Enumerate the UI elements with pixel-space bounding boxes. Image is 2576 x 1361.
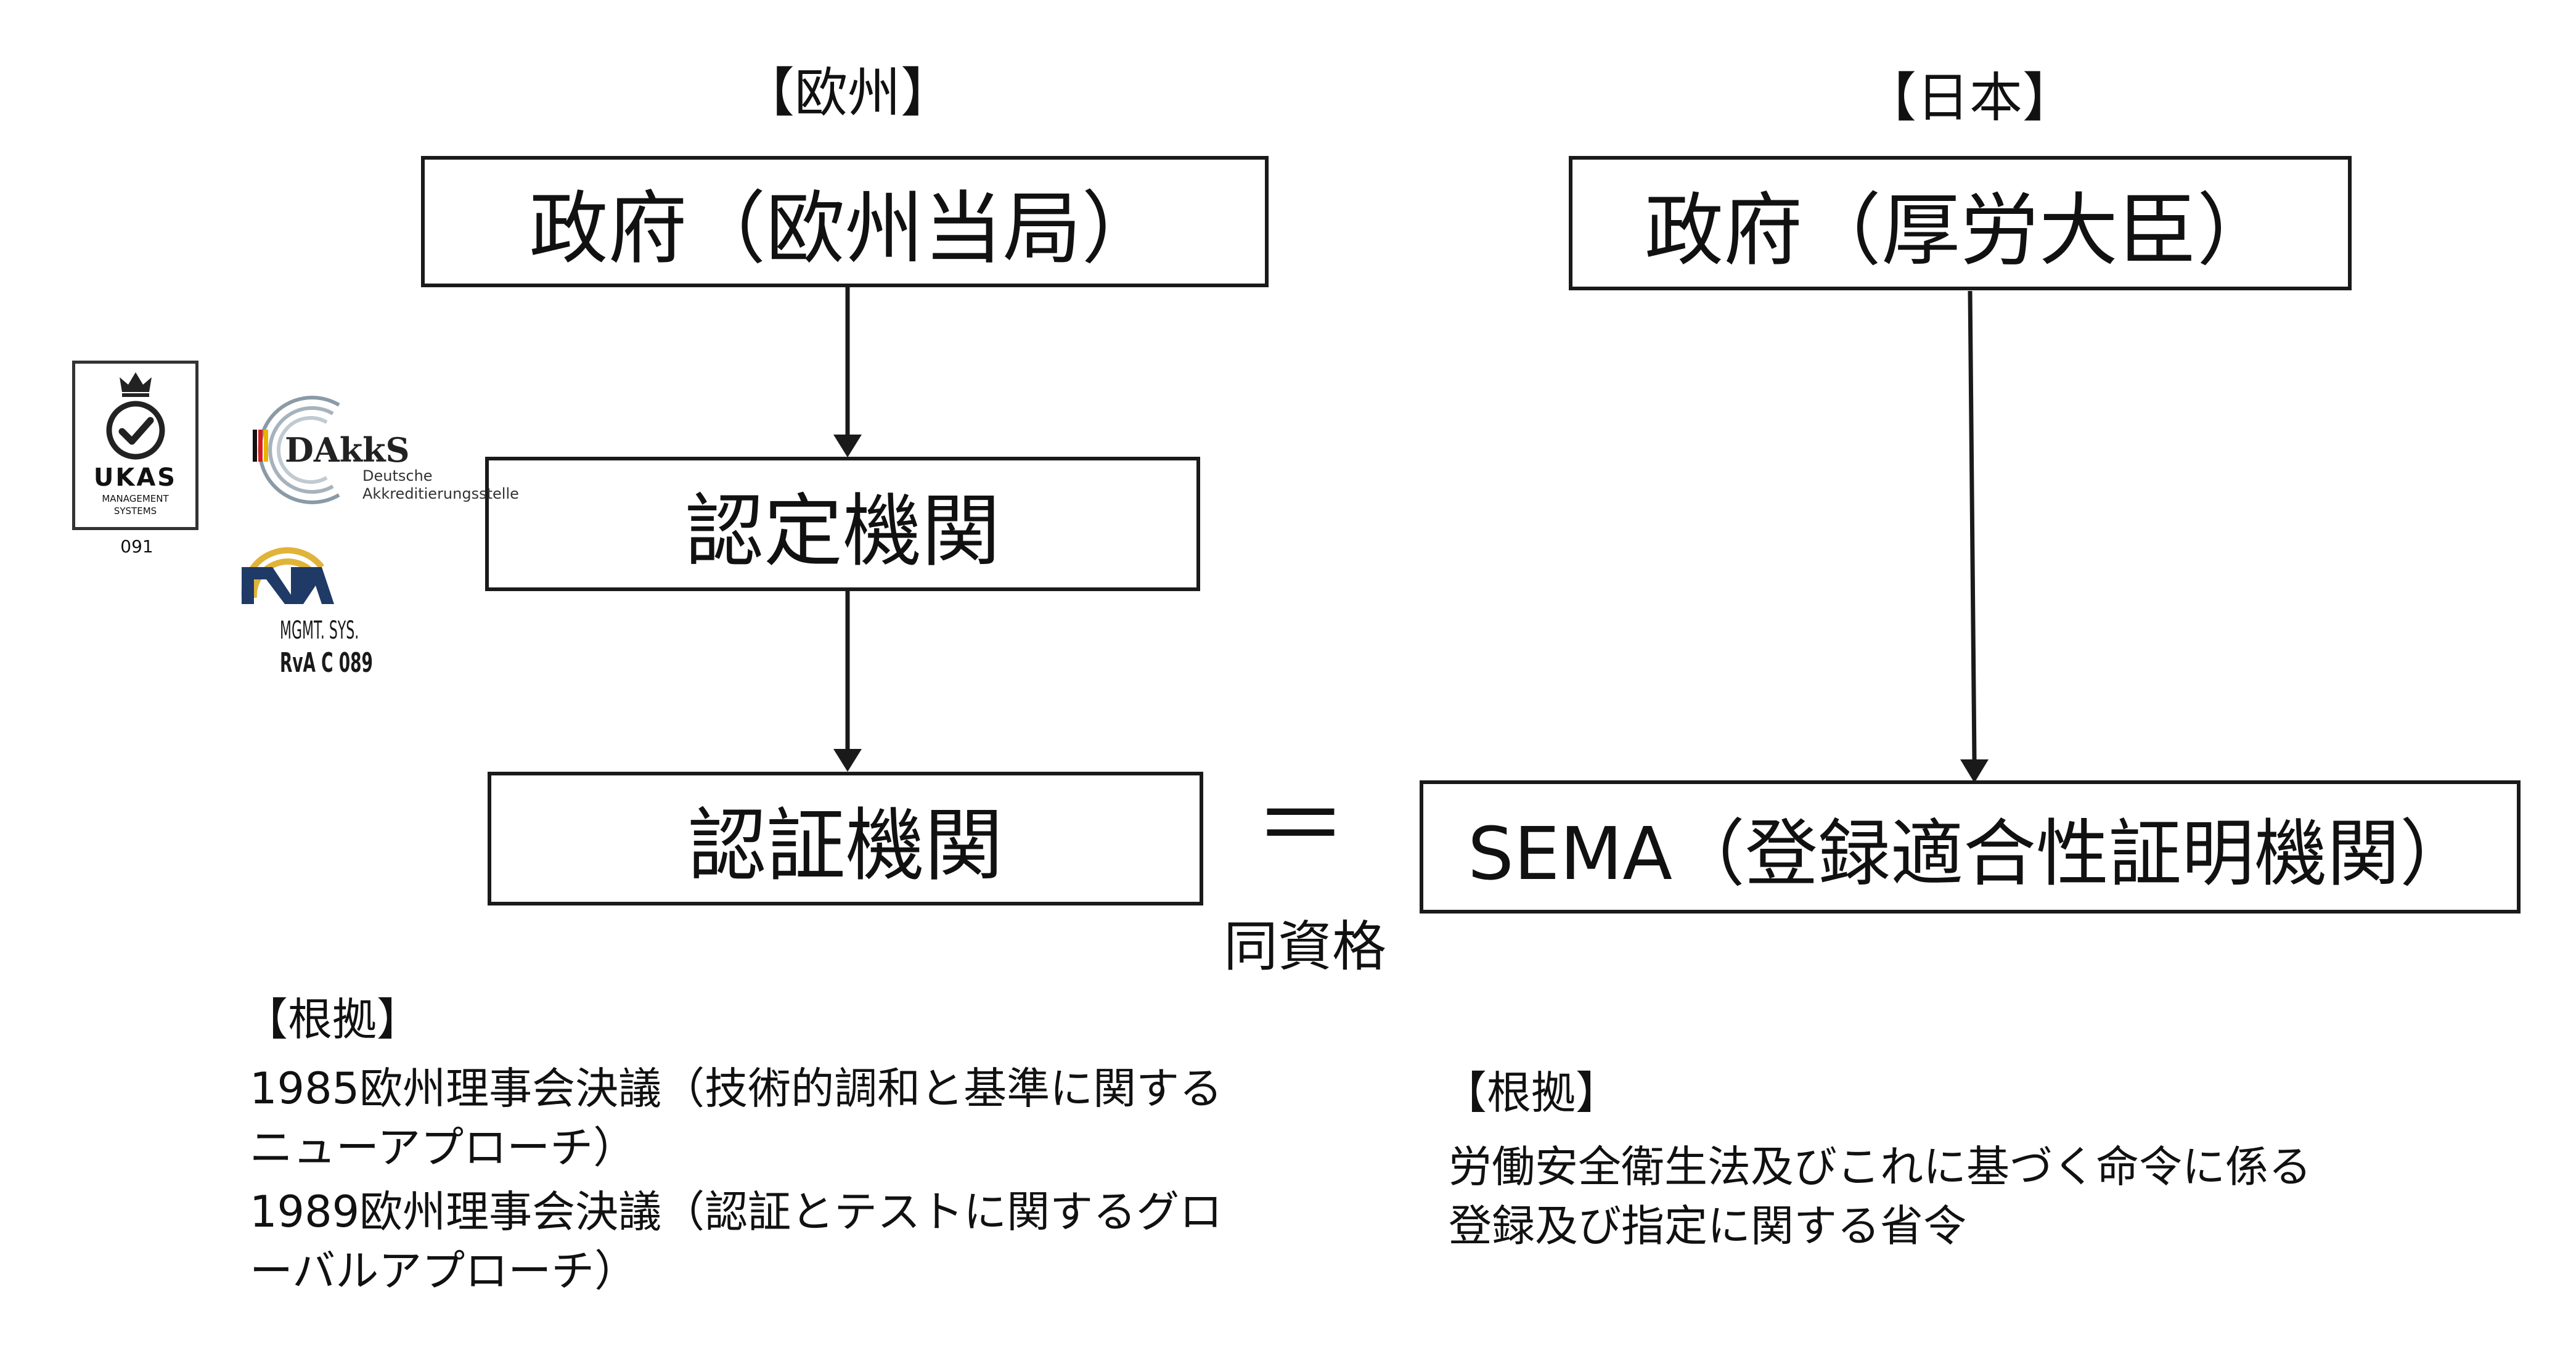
arrowhead-sema <box>1960 759 1989 783</box>
check-circle-icon <box>106 401 165 460</box>
heading-japan: 【日本】 <box>1863 67 2075 129</box>
ukas-main-text: UKAS <box>93 464 178 492</box>
arrowhead-accreditation <box>833 435 862 457</box>
basis-europe-1: 1985欧州理事会決議（技術的調和と基準に関するニューアプローチ） <box>250 1063 1223 1173</box>
box-accreditation-body: 認定機関 <box>485 457 1200 591</box>
dakks-arc-icon <box>253 396 340 504</box>
box-eu-government: 政府（欧州当局） <box>421 156 1269 287</box>
box-certification-body-label: 認証機関 <box>687 800 1004 892</box>
basis-title-europe: 【根拠】 <box>243 994 422 1045</box>
box-certification-body: 認証機関 <box>488 772 1203 905</box>
basis-title-japan: 【根拠】 <box>1442 1067 1621 1119</box>
ukas-logo-frame: UKAS MANAGEMENT SYSTEMS <box>72 361 198 530</box>
box-sema: SEMA（登録適合性証明機関） <box>1420 780 2521 913</box>
equal-sign: ＝ <box>1254 772 1347 880</box>
rva-line1: MGMT. SYS. <box>280 616 359 645</box>
ukas-number: 091 <box>120 536 153 557</box>
rva-logo: MGMT. SYS. RvA C 089 <box>223 530 402 687</box>
box-sema-label: SEMA（登録適合性証明機関） <box>1468 811 2472 896</box>
rva-mark-icon <box>241 547 334 604</box>
arrowhead-certification <box>833 749 862 772</box>
ukas-line1: MANAGEMENT <box>102 493 169 504</box>
ukas-logo: UKAS MANAGEMENT SYSTEMS 091 <box>69 361 208 558</box>
basis-japan-1: 労働安全衛生法及びこれに基づく命令に係る登録及び指定に関する省令 <box>1449 1142 2312 1251</box>
arrow-jp-gov-to-sema <box>1968 290 1977 760</box>
box-accreditation-body-label: 認定機関 <box>684 485 1000 578</box>
rva-line2: RvA C 089 <box>280 647 373 679</box>
dakks-line1: Deutsche <box>362 467 433 484</box>
dakks-logo: DAkkS Deutsche Akkreditierungsstelle <box>247 391 536 509</box>
heading-europe: 【欧州】 <box>742 62 954 124</box>
basis-europe-2: 1989欧州理事会決議（認証とテストに関するグローバルアプローチ） <box>250 1187 1223 1296</box>
equal-label: 同資格 <box>1224 915 1387 978</box>
ukas-line2: SYSTEMS <box>113 505 157 517</box>
box-jp-government-label: 政府（厚労大臣） <box>1644 184 2276 277</box>
box-eu-government-label: 政府（欧州当局） <box>529 183 1161 275</box>
box-jp-government: 政府（厚労大臣） <box>1569 156 2352 290</box>
crown-icon <box>120 372 152 397</box>
dakks-line2: Akkreditierungsstelle <box>362 485 519 502</box>
dakks-main-text: DAkkS <box>285 430 410 470</box>
